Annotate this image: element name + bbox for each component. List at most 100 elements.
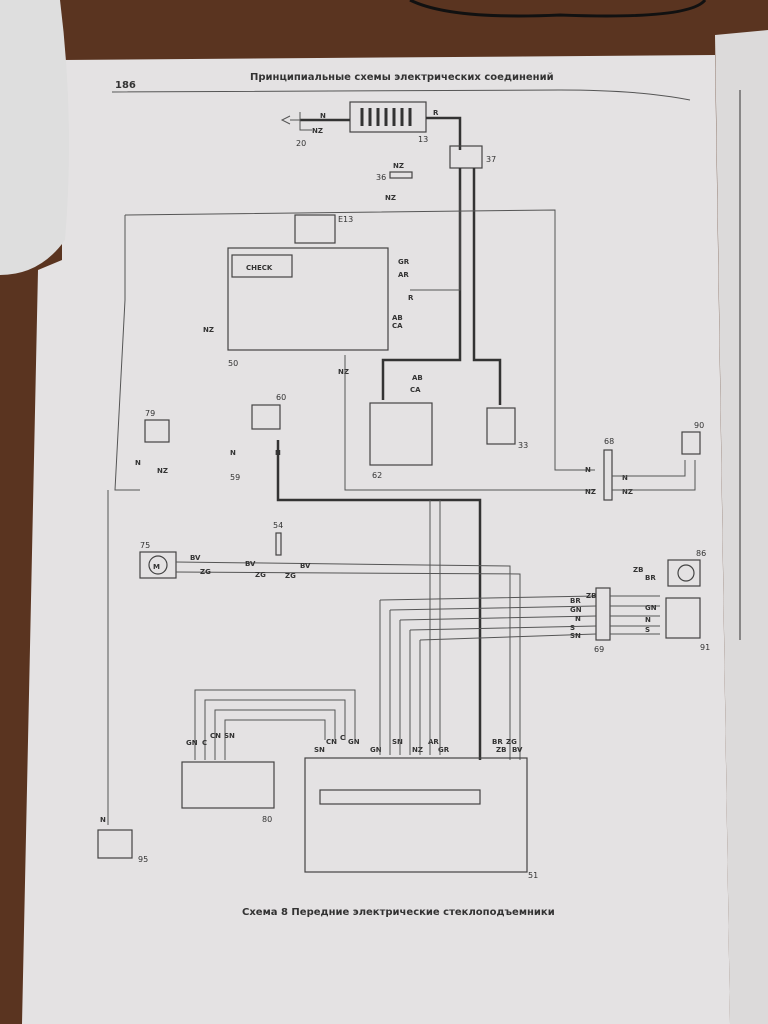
connector-68 [603, 449, 613, 501]
connector-69 [595, 587, 611, 641]
label-69: 69 [594, 645, 604, 654]
control-unit-board [319, 789, 481, 805]
label-51: 51 [528, 871, 538, 880]
wire-label: ZG [200, 568, 211, 576]
wire-label: GN [570, 606, 582, 614]
wire-label: N [320, 112, 326, 120]
wire-label: GN [186, 739, 198, 747]
wire-label: NZ [338, 368, 349, 376]
label-54: 54 [273, 521, 283, 530]
ground-95 [97, 829, 133, 859]
figure-caption: Схема 8 Передние электрические стеклопод… [242, 907, 555, 918]
wire-label: N [622, 474, 628, 482]
connector-36 [389, 171, 413, 179]
wire-label: NZ [585, 488, 596, 496]
wire-label: SN [392, 738, 403, 746]
wire-label: ZG [255, 571, 266, 579]
label-13: 13 [418, 135, 428, 144]
cable [409, 0, 707, 18]
wire-label: N [230, 449, 236, 457]
wire-label: SN [314, 746, 325, 754]
wire-label: N [100, 816, 106, 824]
connector-90 [681, 431, 701, 455]
wire-label: GR [398, 258, 410, 266]
check-panel [231, 254, 293, 278]
label-E13: E13 [338, 215, 353, 224]
label-20: 20 [296, 139, 306, 148]
wire-label: SN [570, 632, 581, 640]
wire-label: NZ [412, 746, 423, 754]
instrument-cluster-50 [227, 247, 389, 351]
label-50: 50 [228, 359, 238, 368]
wire-label: AR [428, 738, 439, 746]
wire-label: NZ [385, 194, 396, 202]
label-59: 59 [230, 473, 240, 482]
wire-label: CA [410, 386, 421, 394]
wire-label: AR [398, 271, 409, 279]
page-number: 186 [115, 80, 136, 91]
motor-75 [139, 551, 177, 579]
wire-label: CN [326, 738, 337, 746]
label-36: 36 [376, 173, 386, 182]
wire-label: ZG [285, 572, 296, 580]
wire-label: BV [245, 560, 256, 568]
label-95: 95 [138, 855, 148, 864]
wire-label: BR [645, 574, 656, 582]
motor-glyph: M [153, 563, 160, 571]
wire-label: ZB [496, 746, 506, 754]
switch-62 [369, 402, 433, 466]
wire-label: C [340, 734, 345, 742]
white-object [0, 0, 69, 275]
connector-79 [144, 419, 170, 443]
label-80: 80 [262, 815, 272, 824]
wire-label: SN [224, 732, 235, 740]
wire-label: C [202, 739, 207, 747]
connector-54 [275, 532, 282, 556]
battery-cells-icon [360, 108, 412, 126]
wire-label: ZB [633, 566, 643, 574]
label-75: 75 [140, 541, 150, 550]
wire-label: ZB [586, 592, 596, 600]
ground-60 [251, 404, 281, 430]
wire-label: S [645, 626, 650, 634]
wire-label: GN [348, 738, 360, 746]
wire-label: CA [392, 322, 403, 330]
wire-label: BR [492, 738, 503, 746]
wire-label: AB [392, 314, 403, 322]
header-rule [111, 89, 691, 101]
wire-label: BV [512, 746, 523, 754]
label-62: 62 [372, 471, 382, 480]
switch-80 [181, 761, 275, 809]
check-label: CHECK [246, 264, 273, 272]
wire-label: AB [412, 374, 423, 382]
label-33: 33 [518, 441, 528, 450]
wire-label: GN [370, 746, 382, 754]
wire-label: BR [570, 597, 581, 605]
wire-label: N [575, 615, 581, 623]
wire-label: BV [300, 562, 311, 570]
label-90: 90 [694, 421, 704, 430]
next-page [715, 30, 768, 1024]
motor-86 [667, 559, 701, 587]
fuse-33 [486, 407, 516, 445]
control-unit-51 [304, 757, 528, 873]
label-68: 68 [604, 437, 614, 446]
motor-icon [148, 555, 168, 575]
wire-label: R [433, 109, 439, 117]
wire-label: R [408, 294, 414, 302]
module-E13 [294, 214, 336, 244]
switch-91 [665, 597, 701, 639]
wire-label: N [585, 466, 591, 474]
relay-37 [449, 145, 483, 169]
wire-label: N [645, 616, 651, 624]
wire-label: NZ [393, 162, 404, 170]
label-37: 37 [486, 155, 496, 164]
motor-icon [677, 564, 695, 582]
wire-label: CN [210, 732, 221, 740]
wire-label: NZ [203, 326, 214, 334]
label-86: 86 [696, 549, 706, 558]
wire-label: NZ [312, 127, 323, 135]
wire-label: S [570, 624, 575, 632]
wire-label: N [135, 459, 141, 467]
